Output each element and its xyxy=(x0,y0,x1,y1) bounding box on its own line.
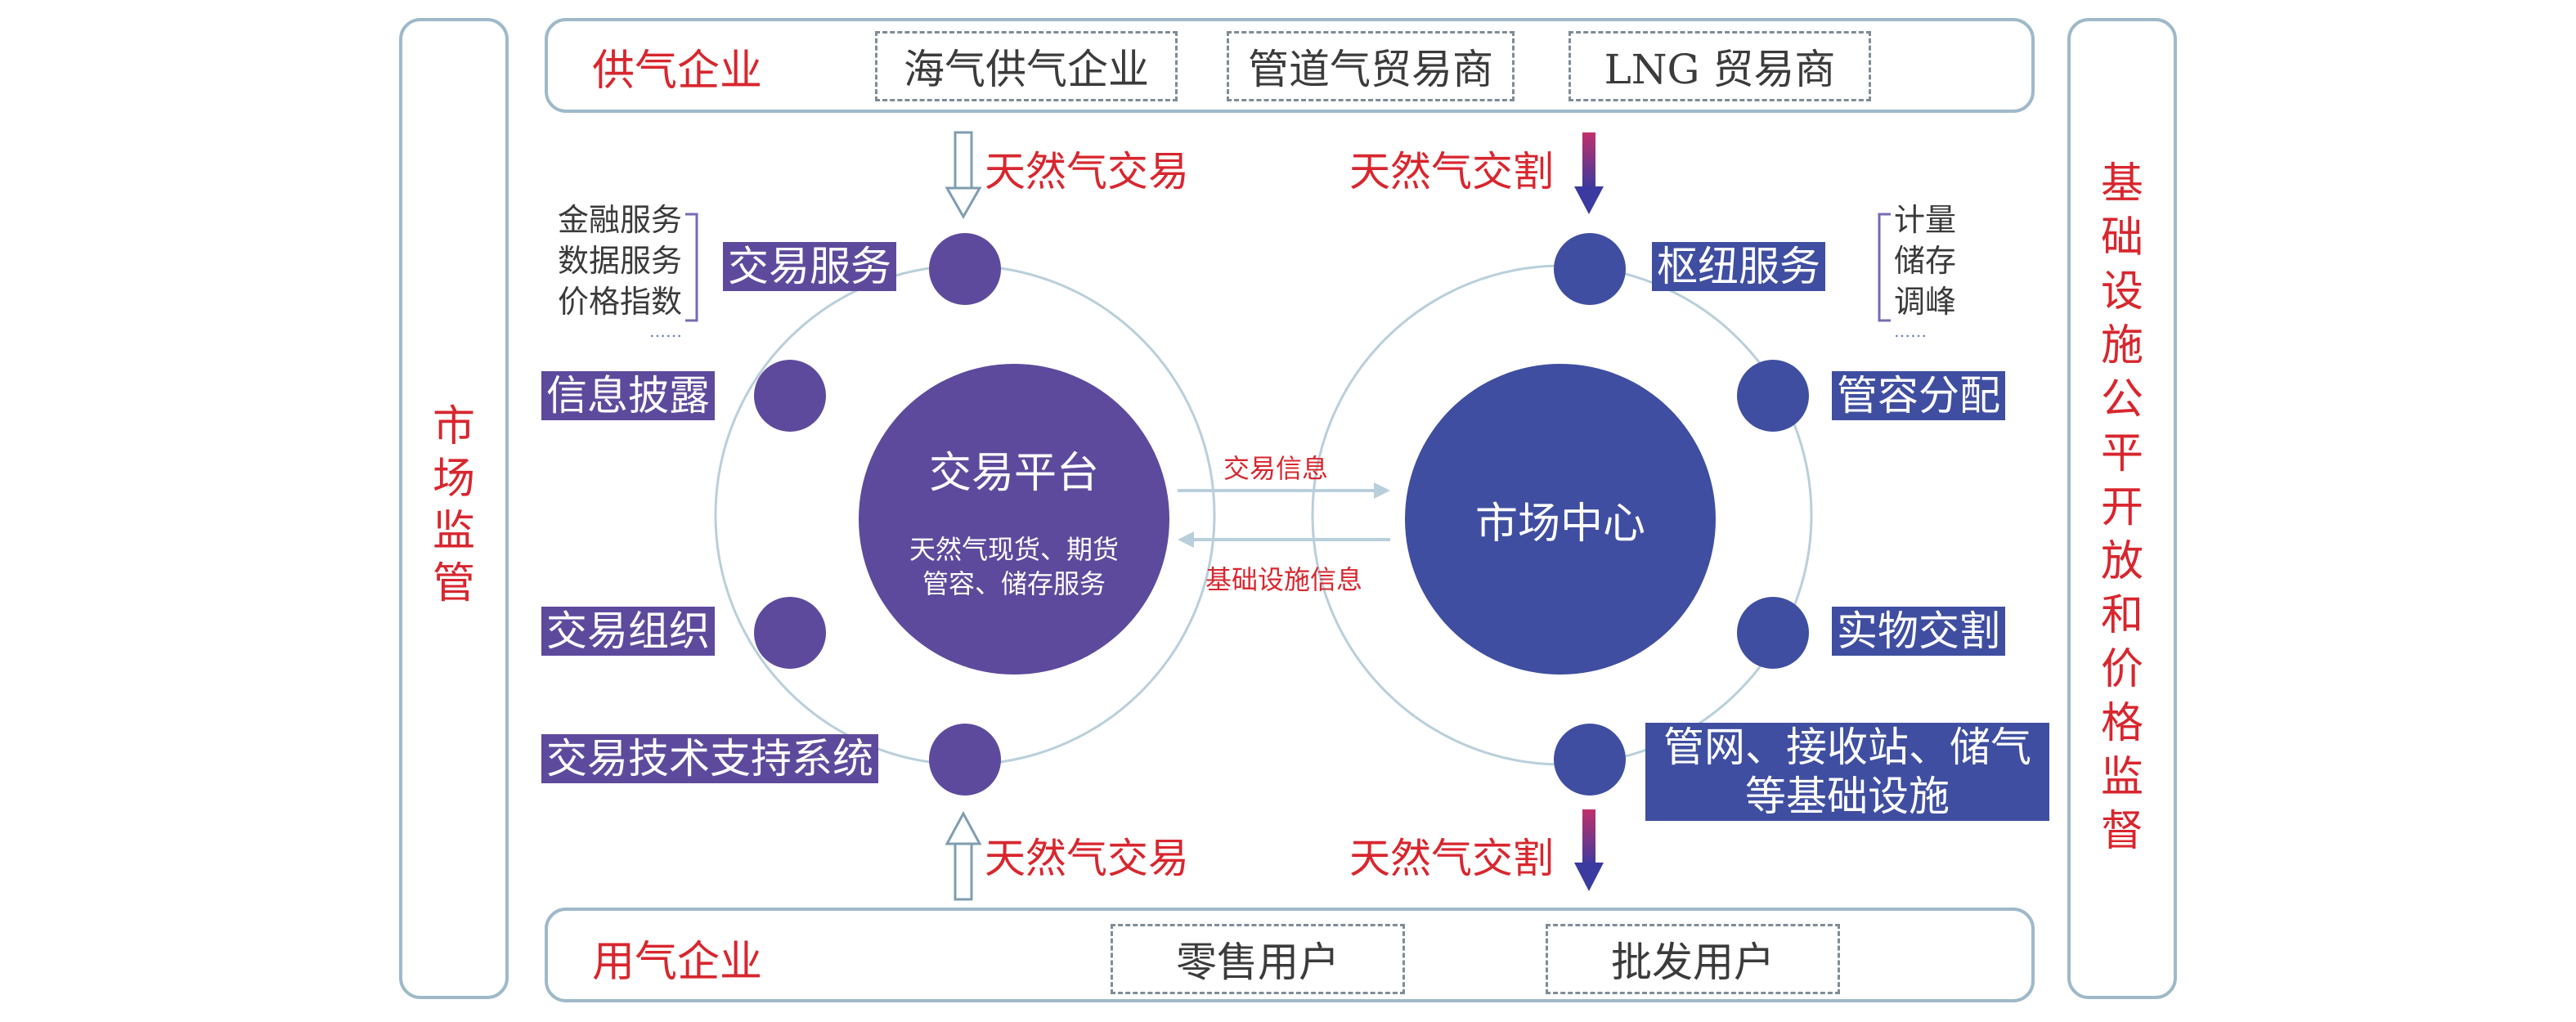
node-hub-service xyxy=(1554,233,1626,305)
infrastructure-char: 价 xyxy=(2100,645,2143,694)
service-bracket xyxy=(685,213,698,322)
infrastructure-char: 础 xyxy=(2100,213,2143,262)
user-trade-arrow xyxy=(945,810,982,901)
hub-item: 储存 xyxy=(1894,243,1957,279)
trade-info-label: 交易信息 xyxy=(1223,453,1329,484)
infrastructure-char: 放 xyxy=(2100,537,2143,586)
node-infrastructure xyxy=(1554,724,1626,796)
supplier-title: 供气企业 xyxy=(592,47,763,96)
infrastructure-char: 公 xyxy=(2100,375,2143,424)
supplier-bar xyxy=(545,18,2035,113)
supply-delivery-arrow xyxy=(1574,132,1604,214)
consumer-bar xyxy=(545,908,2035,1002)
service-item: …… xyxy=(649,321,682,341)
flow-label-bottom-left: 天然气交易 xyxy=(985,835,1189,882)
hub-bracket xyxy=(1878,213,1891,322)
node-tech-support xyxy=(929,724,1001,796)
node-physical-delivery xyxy=(1737,597,1809,669)
hub-item: 计量 xyxy=(1894,202,1957,238)
infrastructure-supervision-label: 基 础 设 施 公 平 开 放 和 价 格 监 督 xyxy=(2067,157,2177,858)
flow-label-top-right: 天然气交割 xyxy=(1349,148,1554,195)
trading-platform-title: 交易平台 xyxy=(928,448,1099,498)
service-item: 数据服务 xyxy=(557,243,682,279)
market-supervision-char: 市 xyxy=(432,402,475,451)
retail-user-box: 零售用户 xyxy=(1111,924,1405,994)
infra-info-label: 基础设施信息 xyxy=(1205,564,1363,595)
consumer-title: 用气企业 xyxy=(592,938,763,987)
offshore-supplier-box: 海气供气企业 xyxy=(875,31,1178,101)
tag-tech-support: 交易技术支持系统 xyxy=(541,734,878,783)
tag-trade-service: 交易服务 xyxy=(723,242,896,291)
market-supervision-char: 监 xyxy=(432,507,475,556)
infrastructure-char: 开 xyxy=(2100,483,2143,532)
trading-platform-subtitle-2: 管容、储存服务 xyxy=(922,567,1106,599)
infrastructure-supervision-panel xyxy=(2067,18,2177,999)
node-trade-service xyxy=(929,233,1001,305)
market-supervision-label: 市 场 监 管 xyxy=(399,401,509,610)
supply-trade-arrow xyxy=(945,131,982,220)
flow-label-top-left: 天然气交易 xyxy=(985,148,1189,195)
wholesale-user-box: 批发用户 xyxy=(1546,924,1840,994)
node-trade-organization xyxy=(754,597,826,669)
hub-list: 计量 储存 调峰 …… xyxy=(1894,199,1956,340)
hub-item: 调峰 xyxy=(1894,284,1957,320)
market-supervision-panel xyxy=(399,18,509,999)
market-supervision-char: 场 xyxy=(432,455,475,504)
pipeline-trader-box: 管道气贸易商 xyxy=(1227,31,1515,101)
user-delivery-arrow xyxy=(1574,809,1604,891)
hub-item: …… xyxy=(1894,321,1927,341)
infrastructure-char: 监 xyxy=(2100,753,2143,802)
trading-platform-subtitle-1: 天然气现货、期货 xyxy=(909,533,1119,565)
tag-info-disclosure: 信息披露 xyxy=(541,371,715,420)
lng-trader-box: LNG 贸易商 xyxy=(1568,31,1871,101)
infrastructure-char: 施 xyxy=(2100,321,2143,370)
service-item: 价格指数 xyxy=(557,284,682,320)
tag-infrastructure: 管网、接收站、储气 等基础设施 xyxy=(1645,723,2049,821)
market-center-circle: 市场中心 xyxy=(1405,364,1716,675)
market-center-title: 市场中心 xyxy=(1474,499,1645,549)
service-list: 金融服务 数据服务 价格指数 …… xyxy=(543,199,682,340)
tag-capacity-allocation: 管容分配 xyxy=(1832,371,2005,420)
infrastructure-char: 格 xyxy=(2100,699,2143,748)
infrastructure-char: 设 xyxy=(2100,267,2143,316)
tag-trade-organization: 交易组织 xyxy=(541,607,715,656)
infrastructure-char: 平 xyxy=(2100,429,2143,478)
infrastructure-char: 督 xyxy=(2100,807,2143,856)
trading-platform-circle: 交易平台 天然气现货、期货 管容、储存服务 xyxy=(859,364,1169,675)
flow-label-bottom-right: 天然气交割 xyxy=(1349,835,1554,882)
node-capacity-allocation xyxy=(1737,360,1809,432)
node-info-disclosure xyxy=(754,360,826,432)
tag-physical-delivery: 实物交割 xyxy=(1832,607,2005,656)
infrastructure-char: 基 xyxy=(2100,159,2143,208)
tag-hub-service: 枢纽服务 xyxy=(1652,242,1825,291)
infrastructure-char: 和 xyxy=(2100,591,2143,640)
market-supervision-char: 管 xyxy=(432,559,475,608)
tag-infrastructure-line2: 等基础设施 xyxy=(1745,773,1950,820)
tag-infrastructure-line1: 管网、接收站、储气 xyxy=(1663,724,2031,771)
service-item: 金融服务 xyxy=(557,202,682,238)
